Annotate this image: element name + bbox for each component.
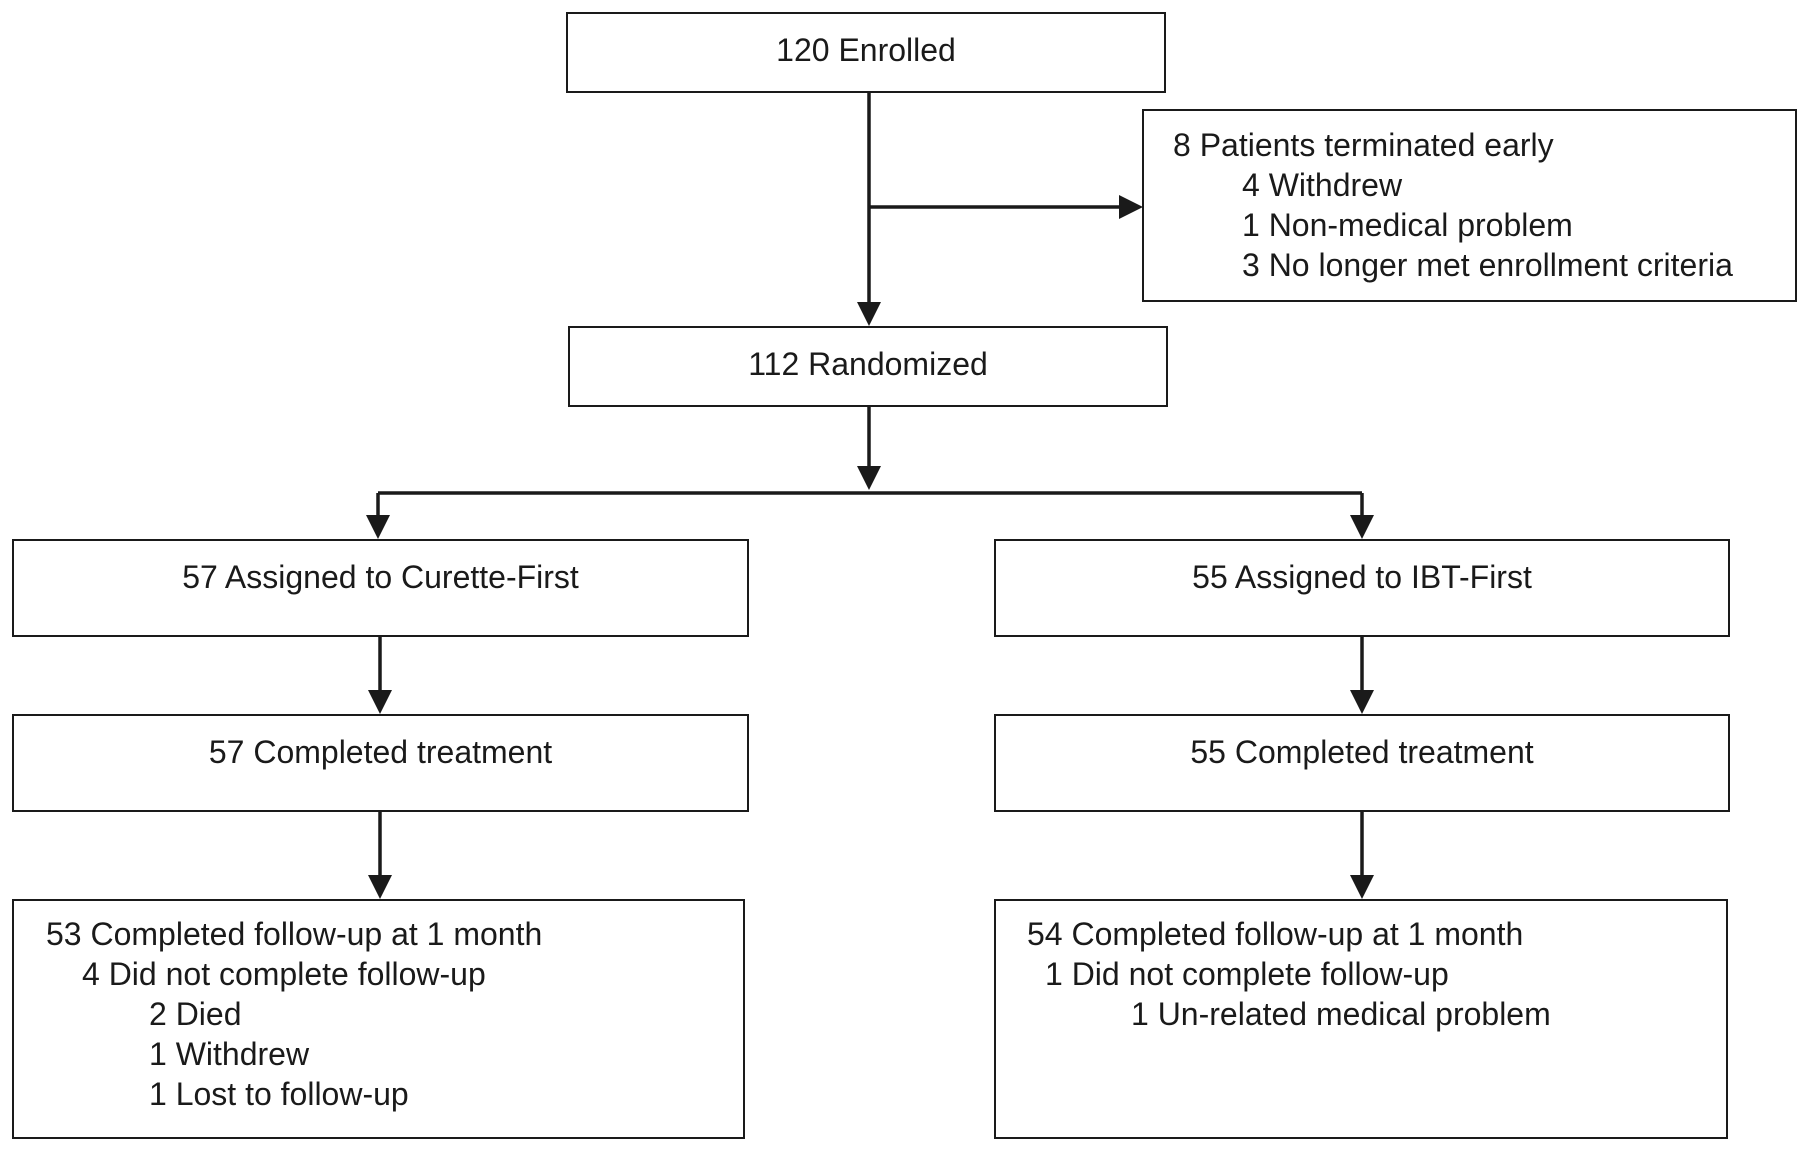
- curette-followup-completed: 53 Completed follow-up at 1 month: [46, 916, 543, 952]
- terminated-reason: 1 Non-medical problem: [1242, 207, 1573, 243]
- arrowhead-curette: [366, 515, 390, 539]
- curette-completed-label: 57 Completed treatment: [208, 734, 553, 770]
- ibt-assigned-label: 55 Assigned to IBT-First: [1192, 559, 1532, 595]
- ibt-completed-box: 55 Completed treatment: [994, 714, 1730, 812]
- curette-completed-box: 57 Completed treatment: [12, 714, 749, 812]
- ibt-followup-box: 54 Completed follow-up at 1 month 1 Did …: [994, 899, 1728, 1139]
- randomized-box: 112 Randomized: [568, 326, 1168, 407]
- curette-followup-box: 53 Completed follow-up at 1 month 4 Did …: [12, 899, 745, 1139]
- ibt-followup-not-completed: 1 Did not complete follow-up: [1045, 956, 1449, 992]
- arrowhead-ibt: [1350, 515, 1374, 539]
- ibt-followup-completed: 54 Completed follow-up at 1 month: [1027, 916, 1524, 952]
- curette-followup-not-completed: 4 Did not complete follow-up: [82, 956, 486, 992]
- randomized-label: 112 Randomized: [748, 346, 988, 382]
- arrowhead-split: [857, 466, 881, 490]
- ibt-completed-label: 55 Completed treatment: [1190, 734, 1534, 770]
- terminated-early-box: 8 Patients terminated early 4 Withdrew 1…: [1142, 109, 1797, 302]
- curette-assigned-box: 57 Assigned to Curette-First: [12, 539, 749, 637]
- arrowhead-curette-followup: [368, 875, 392, 899]
- curette-assigned-label: 57 Assigned to Curette-First: [182, 559, 579, 595]
- enrolled-box: 120 Enrolled: [566, 12, 1166, 93]
- curette-followup-reason: 2 Died: [149, 996, 242, 1032]
- arrowhead-curette-completed: [368, 690, 392, 714]
- arrowhead-ibt-followup: [1350, 875, 1374, 899]
- terminated-title: 8 Patients terminated early: [1173, 127, 1554, 163]
- terminated-reason: 4 Withdrew: [1242, 167, 1403, 203]
- arrowhead-ibt-completed: [1350, 690, 1374, 714]
- ibt-followup-reason: 1 Un-related medical problem: [1131, 996, 1551, 1032]
- curette-followup-reason: 1 Withdrew: [149, 1036, 310, 1072]
- enrolled-label: 120 Enrolled: [776, 32, 956, 68]
- terminated-reason: 3 No longer met enrollment criteria: [1242, 247, 1733, 283]
- arrowhead-terminated: [1119, 195, 1143, 219]
- ibt-assigned-box: 55 Assigned to IBT-First: [994, 539, 1730, 637]
- arrowhead-randomized: [857, 302, 881, 326]
- curette-followup-reason: 1 Lost to follow-up: [149, 1076, 409, 1112]
